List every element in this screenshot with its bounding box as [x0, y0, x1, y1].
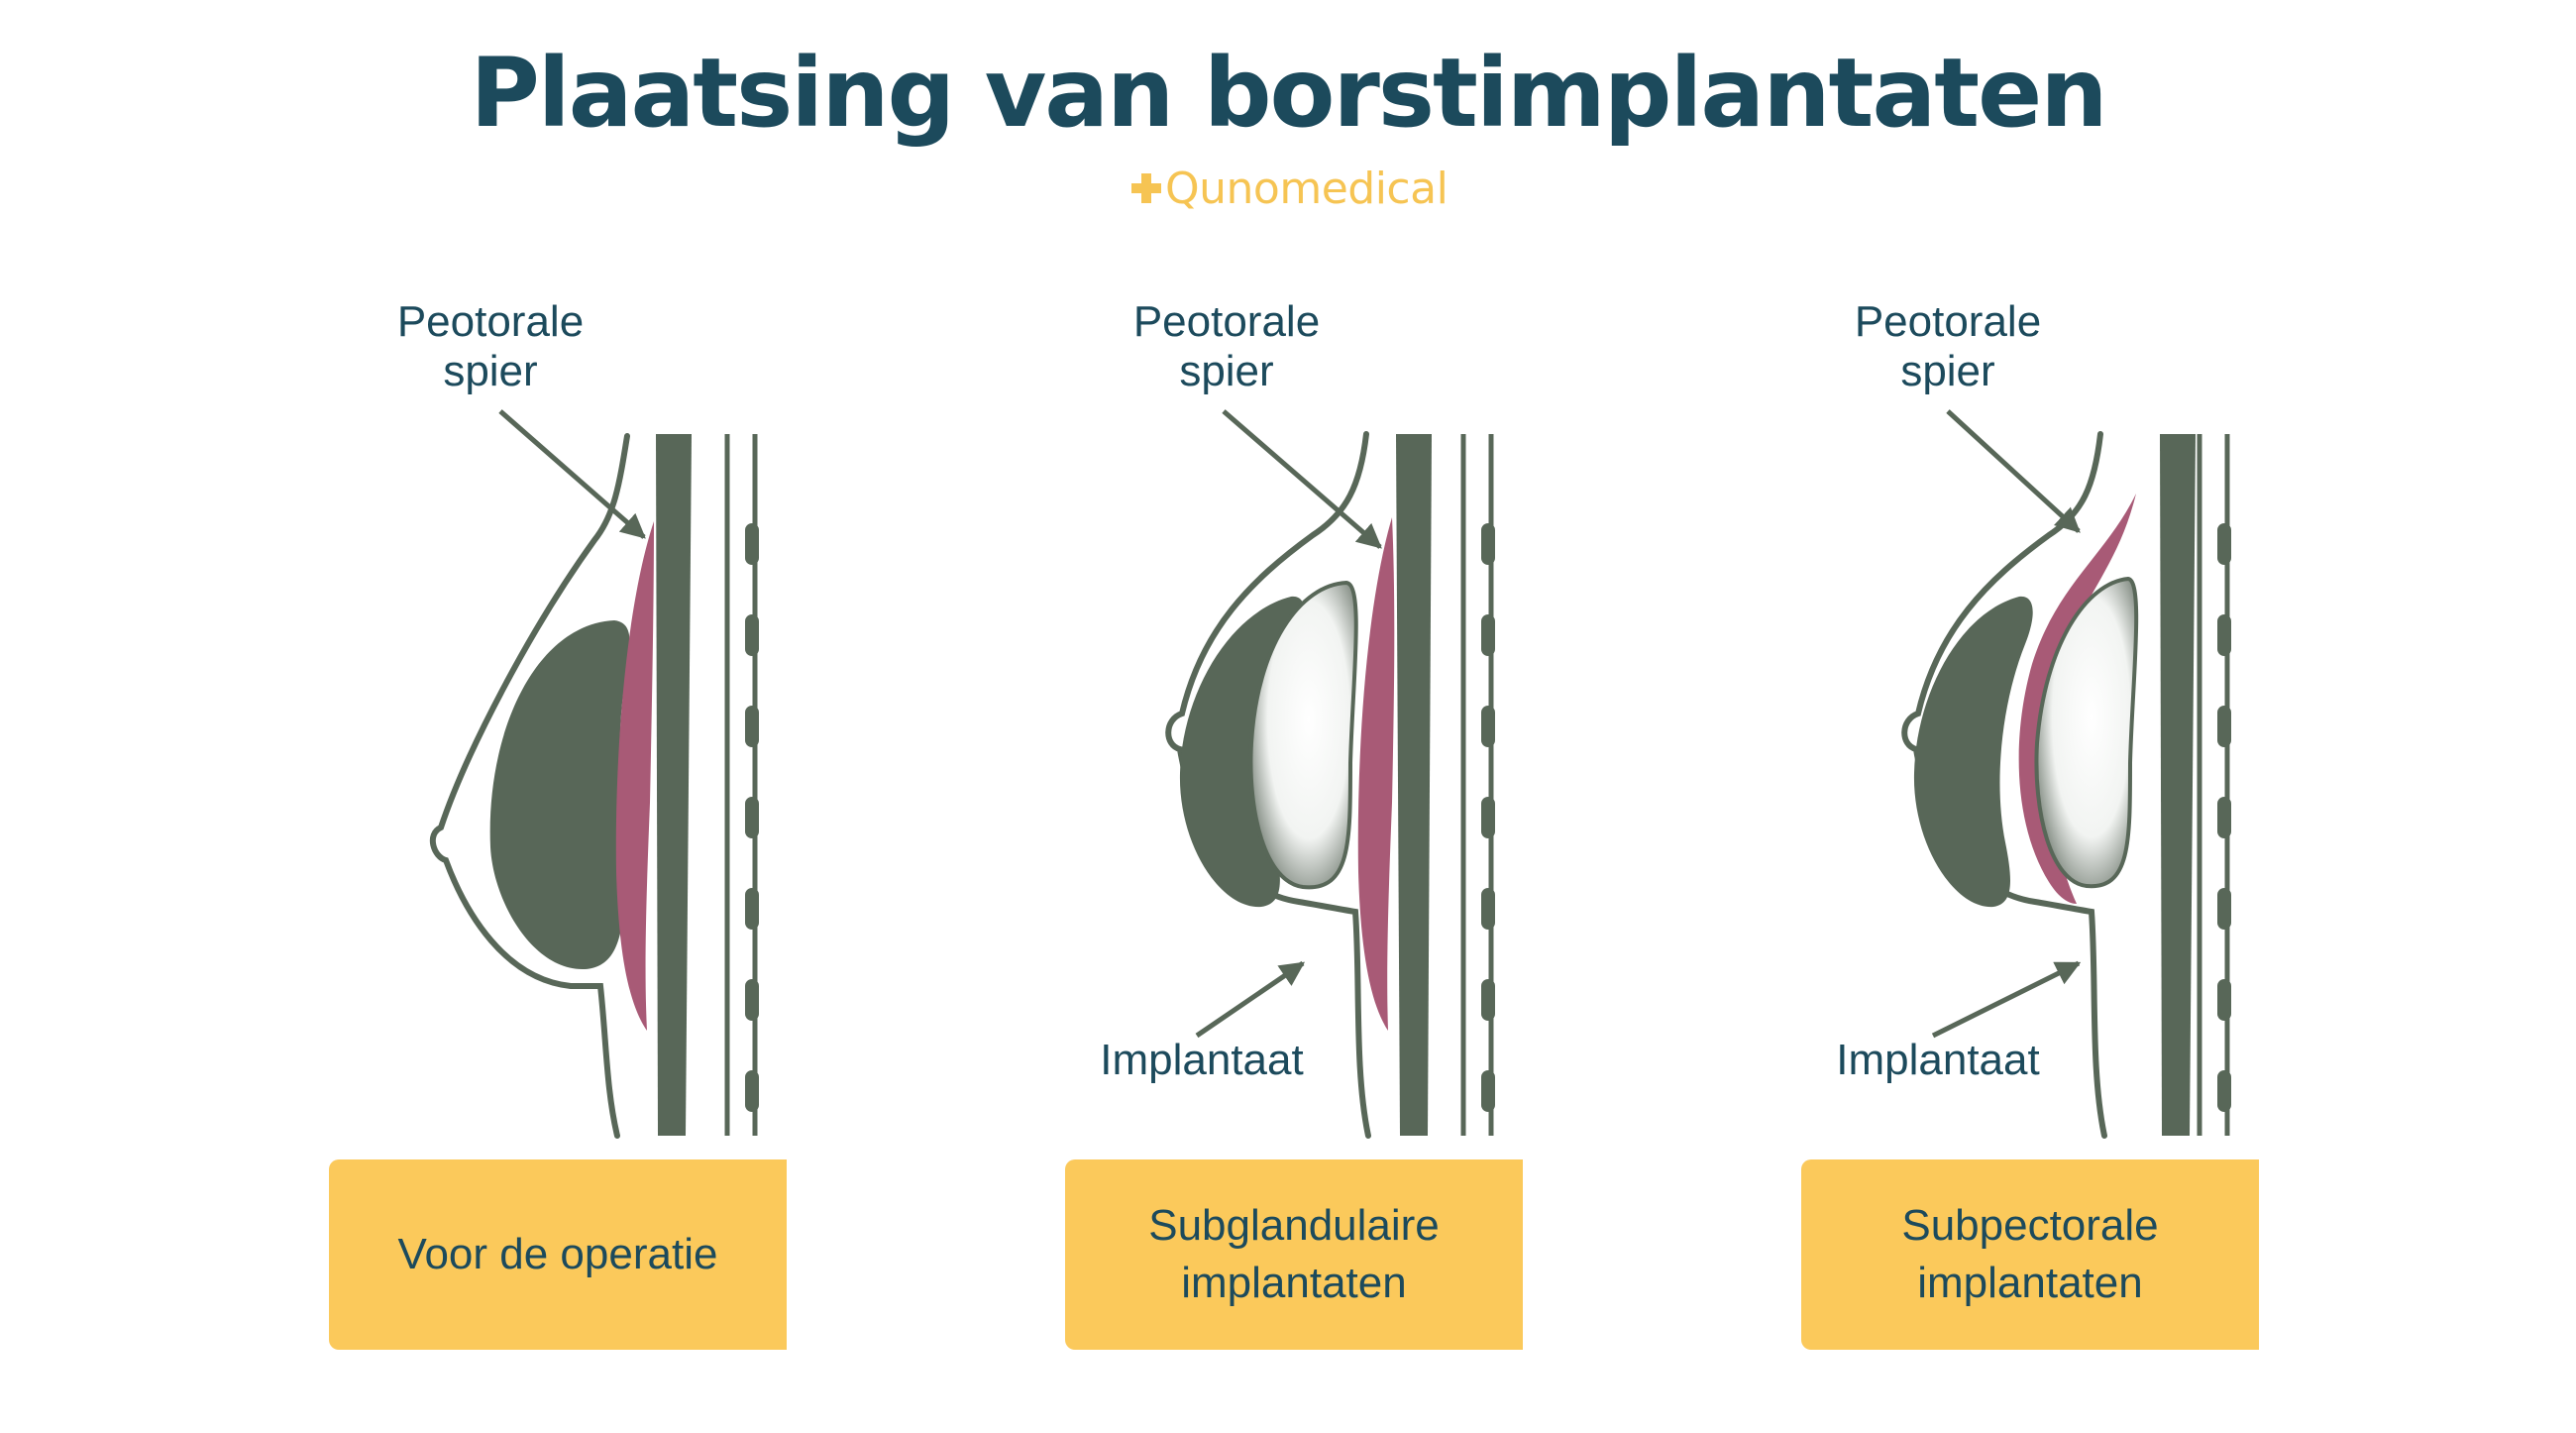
muscle-label: Peotorale spier — [1854, 297, 2042, 395]
breast-cross-section-subpectoral — [1901, 409, 2231, 1139]
rib-column — [2203, 436, 2225, 1136]
skin-outline — [429, 433, 630, 1139]
chest-wall — [2160, 434, 2196, 1136]
rib-segments — [745, 523, 759, 1112]
caption-subglandular: Subglandulaire implantaten — [1065, 1159, 1523, 1350]
rib-segments — [2217, 523, 2231, 1112]
muscle-pointer-arrow — [1946, 409, 2081, 533]
pectoral-muscle — [615, 521, 654, 1031]
chest-wall — [656, 434, 692, 1136]
breast-implant — [2034, 576, 2139, 889]
rib-segments — [1481, 523, 1495, 1112]
muscle-pointer-arrow — [498, 409, 646, 539]
gland-tissue — [489, 620, 630, 970]
plus-logo-icon — [1131, 173, 1161, 203]
breast-cross-section-before — [429, 409, 759, 1139]
muscle-label: Peotorale spier — [396, 297, 585, 395]
breast-implant — [1248, 580, 1358, 890]
brand-logo: Qunomedical — [1129, 159, 1449, 218]
chest-wall — [1396, 434, 1432, 1136]
implant-pointer-arrow — [1931, 960, 2082, 1039]
gland-tissue — [1913, 596, 2033, 908]
logo-text: Qunomedical — [1165, 163, 1449, 214]
implant-pointer-arrow — [1195, 960, 1306, 1039]
rib-column — [731, 436, 753, 1136]
pectoral-muscle — [1357, 517, 1395, 1031]
implant-label: Implantaat — [1100, 1036, 1304, 1084]
muscle-pointer-arrow — [1222, 409, 1382, 549]
implant-label: Implantaat — [1836, 1036, 2040, 1084]
panel-before-operation: Peotorale spier Voor de operatie — [317, 287, 1030, 1378]
panel-subpectoral: Peotorale spier Implantaat Subpectorale … — [1789, 287, 2503, 1378]
rib-column — [1467, 436, 1489, 1136]
panel-subglandular: Peotorale spier Implantaat Subglandulair… — [1053, 287, 1767, 1378]
caption-subpectoral: Subpectorale implantaten — [1801, 1159, 2259, 1350]
page-title: Plaatsing van borstimplantaten — [470, 38, 2107, 149]
breast-cross-section-subglandular — [1165, 409, 1495, 1139]
caption-before-operation: Voor de operatie — [329, 1159, 787, 1350]
muscle-label: Peotorale spier — [1132, 297, 1321, 395]
